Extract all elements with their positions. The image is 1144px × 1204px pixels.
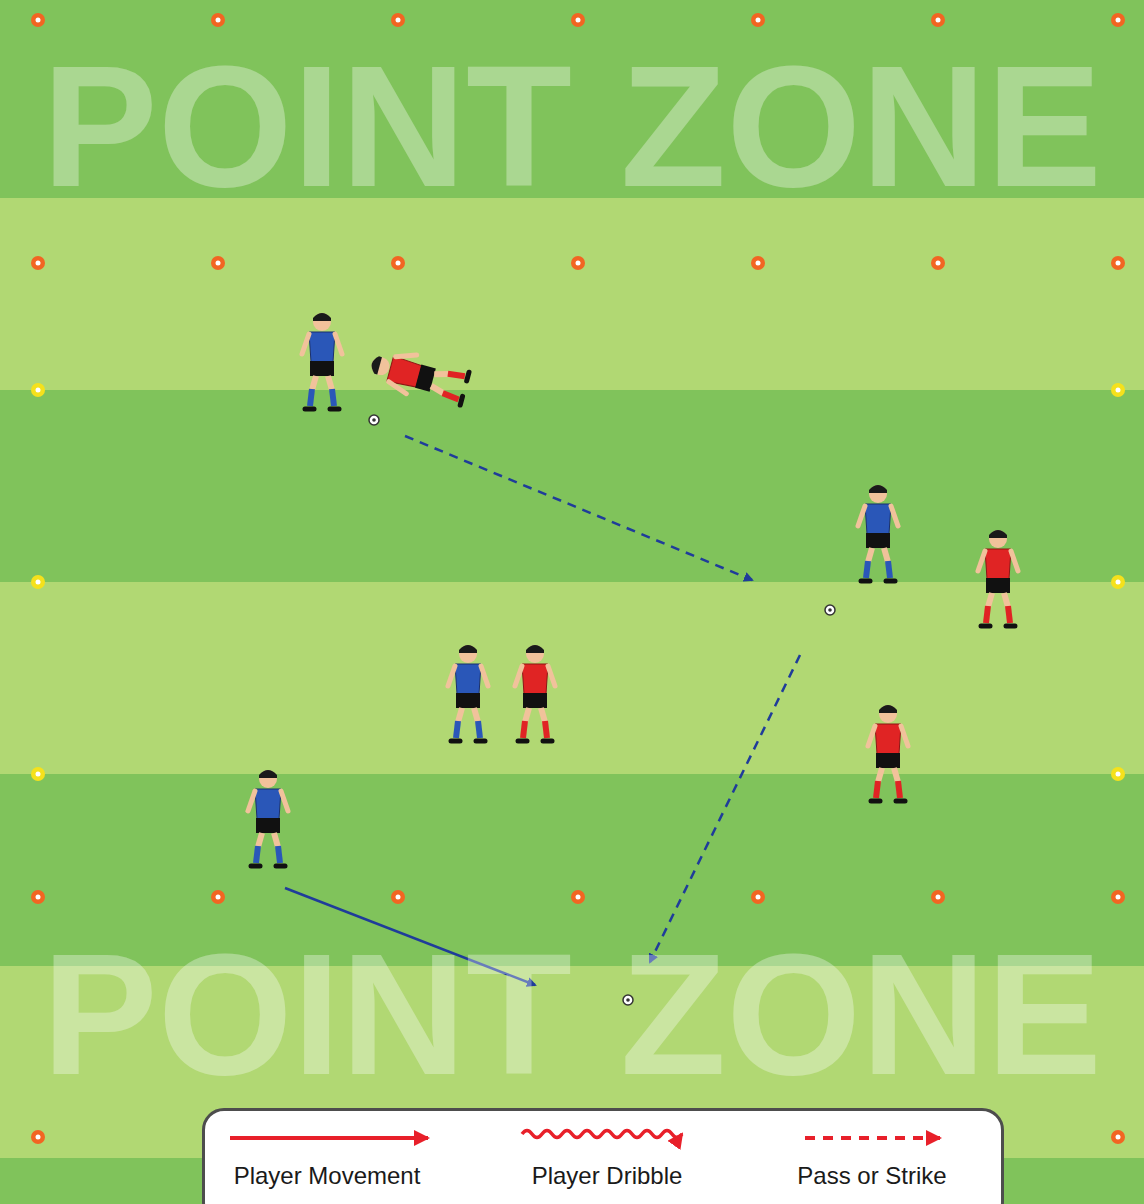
zone-watermark: POINT ZONE — [42, 40, 1102, 213]
cones — [31, 13, 1125, 1144]
pass-sample — [805, 1136, 940, 1140]
legend-box — [202, 1108, 1004, 1204]
pass-line — [405, 436, 752, 580]
players — [248, 313, 1018, 866]
movement-sample — [230, 1136, 428, 1140]
balls — [369, 415, 835, 1005]
legend-label: Player Movement — [234, 1162, 421, 1190]
pass-line — [650, 655, 800, 962]
dribble-sample — [522, 1131, 682, 1138]
legend-label: Player Dribble — [532, 1162, 683, 1190]
legend-label: Pass or Strike — [797, 1162, 946, 1190]
zone-watermark: POINT ZONE — [42, 928, 1102, 1101]
